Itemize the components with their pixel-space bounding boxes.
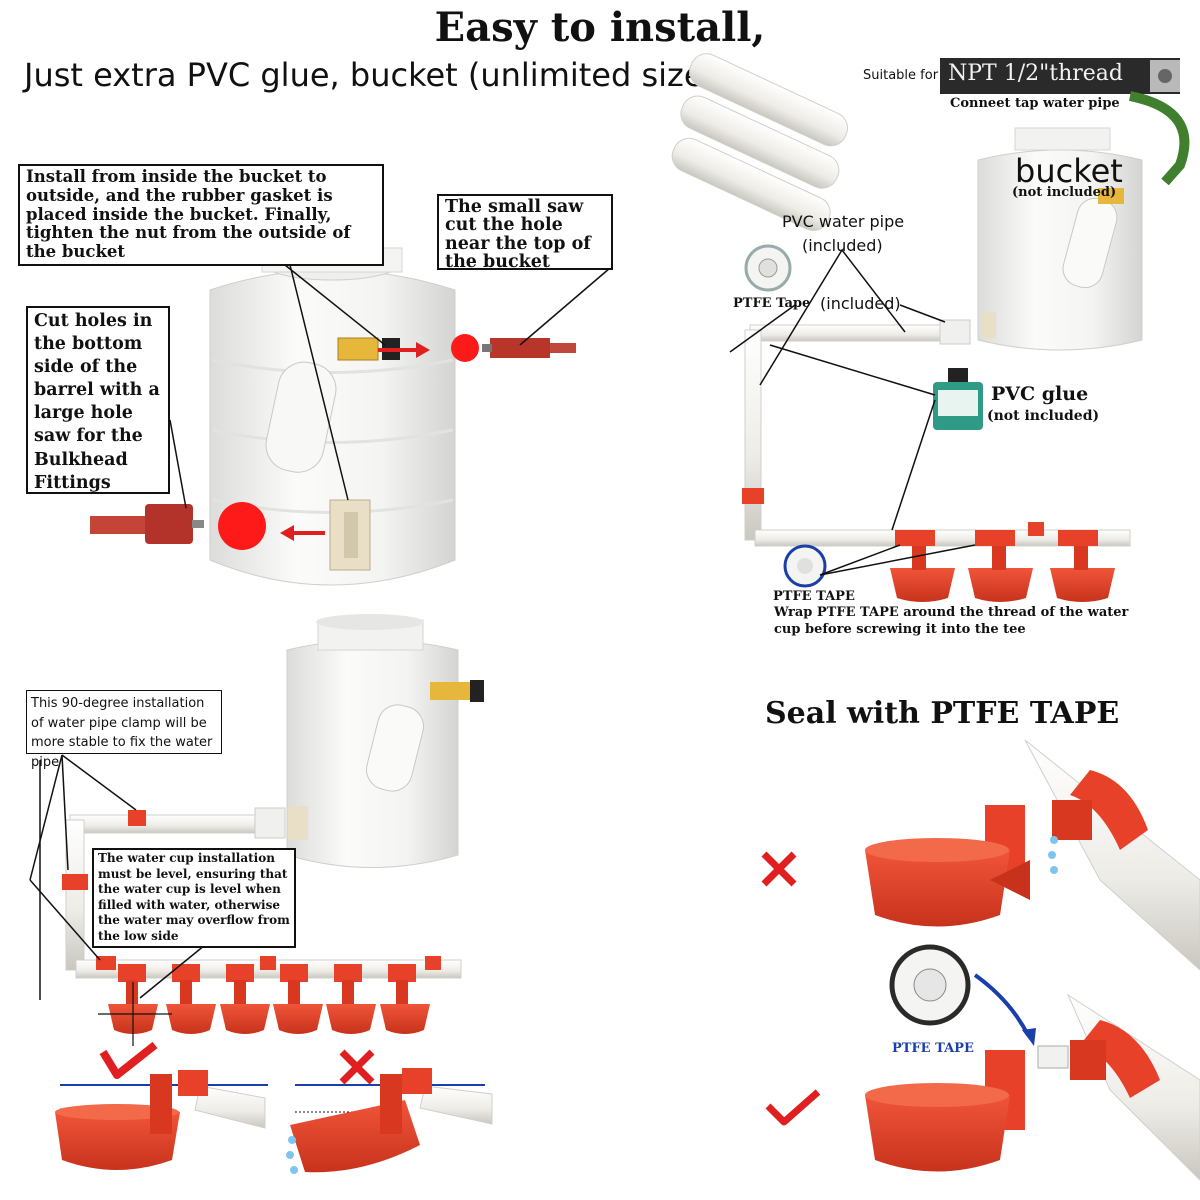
pipe-system-bottom-left <box>62 806 462 982</box>
ptfe-tape-label: PTFE Tape <box>733 296 811 311</box>
pvc-pipe-bundle-icon <box>671 53 849 231</box>
level-correct-illustration <box>55 1041 268 1170</box>
bucket-label: bucket <box>1015 152 1123 190</box>
float-valve-icon <box>265 337 400 473</box>
tank-top-right <box>977 127 1143 351</box>
suitable-for-label: Suitable for <box>863 68 939 83</box>
pvc-glue-label: PVC glue <box>991 383 1089 405</box>
pvc-pipe-note: (included) <box>802 236 883 255</box>
thread-label: NPT 1/2"thread <box>948 61 1123 86</box>
seal-title: Seal with PTFE TAPE <box>765 696 1120 731</box>
bulkhead-fitting-icon <box>329 499 371 571</box>
ptfe-tape-seal-label: PTFE TAPE <box>892 1041 974 1056</box>
connect-tap-label: Conneet tap water pipe <box>950 96 1120 111</box>
pvc-glue-can-icon <box>933 368 983 430</box>
hole-arrows <box>280 342 430 541</box>
threaded-hose-icon <box>940 58 1190 186</box>
small-hole-marker <box>451 334 479 362</box>
ptfe-tape-roll-2-icon <box>783 544 827 588</box>
ptfe-tape-roll-icon <box>744 244 792 292</box>
large-hole-saw-icon <box>90 504 204 544</box>
small-hole-saw-icon <box>482 338 576 358</box>
holes-note-box: Cut holes in the bottom side of the barr… <box>26 306 170 494</box>
ptfe-tape-caption: PTFE TAPE <box>773 589 855 604</box>
top-left-callout-lines <box>169 264 611 509</box>
ptfe-tape-instruction: Wrap PTFE TAPE around the thread of the … <box>774 605 1129 637</box>
ptfe-tape-note: (included) <box>820 294 901 313</box>
page-title: Easy to install, <box>434 4 766 51</box>
crosshair-icon <box>98 982 172 1046</box>
large-hole-marker <box>218 502 266 550</box>
level-wrong-illustration <box>286 1049 493 1174</box>
bucket-note: (not included) <box>1012 185 1117 200</box>
clamp-note-box: This 90-degree installation of water pip… <box>26 690 222 770</box>
pvc-glue-note: (not included) <box>987 408 1100 424</box>
bottom-left-callout-lines <box>29 754 206 1000</box>
top-right-callout-lines <box>729 249 976 576</box>
seal-correct-example <box>765 944 1200 1181</box>
install-note-box: Install from inside the bucket to outsid… <box>18 164 384 266</box>
pipe-system-top-right <box>742 319 1131 547</box>
page-subtitle: Just extra PVC glue, bucket (unlimited s… <box>24 56 716 94</box>
tank-bottom-left <box>286 614 484 868</box>
seal-wrong-example <box>761 739 1200 971</box>
water-cups-top-right <box>890 546 1115 602</box>
water-cups-bottom-left <box>108 980 430 1034</box>
saw-note-box: The small saw cut the hole near the top … <box>437 194 613 271</box>
level-note-box: The water cup installation must be level… <box>92 848 296 948</box>
pvc-pipe-label: PVC water pipe <box>782 212 905 231</box>
